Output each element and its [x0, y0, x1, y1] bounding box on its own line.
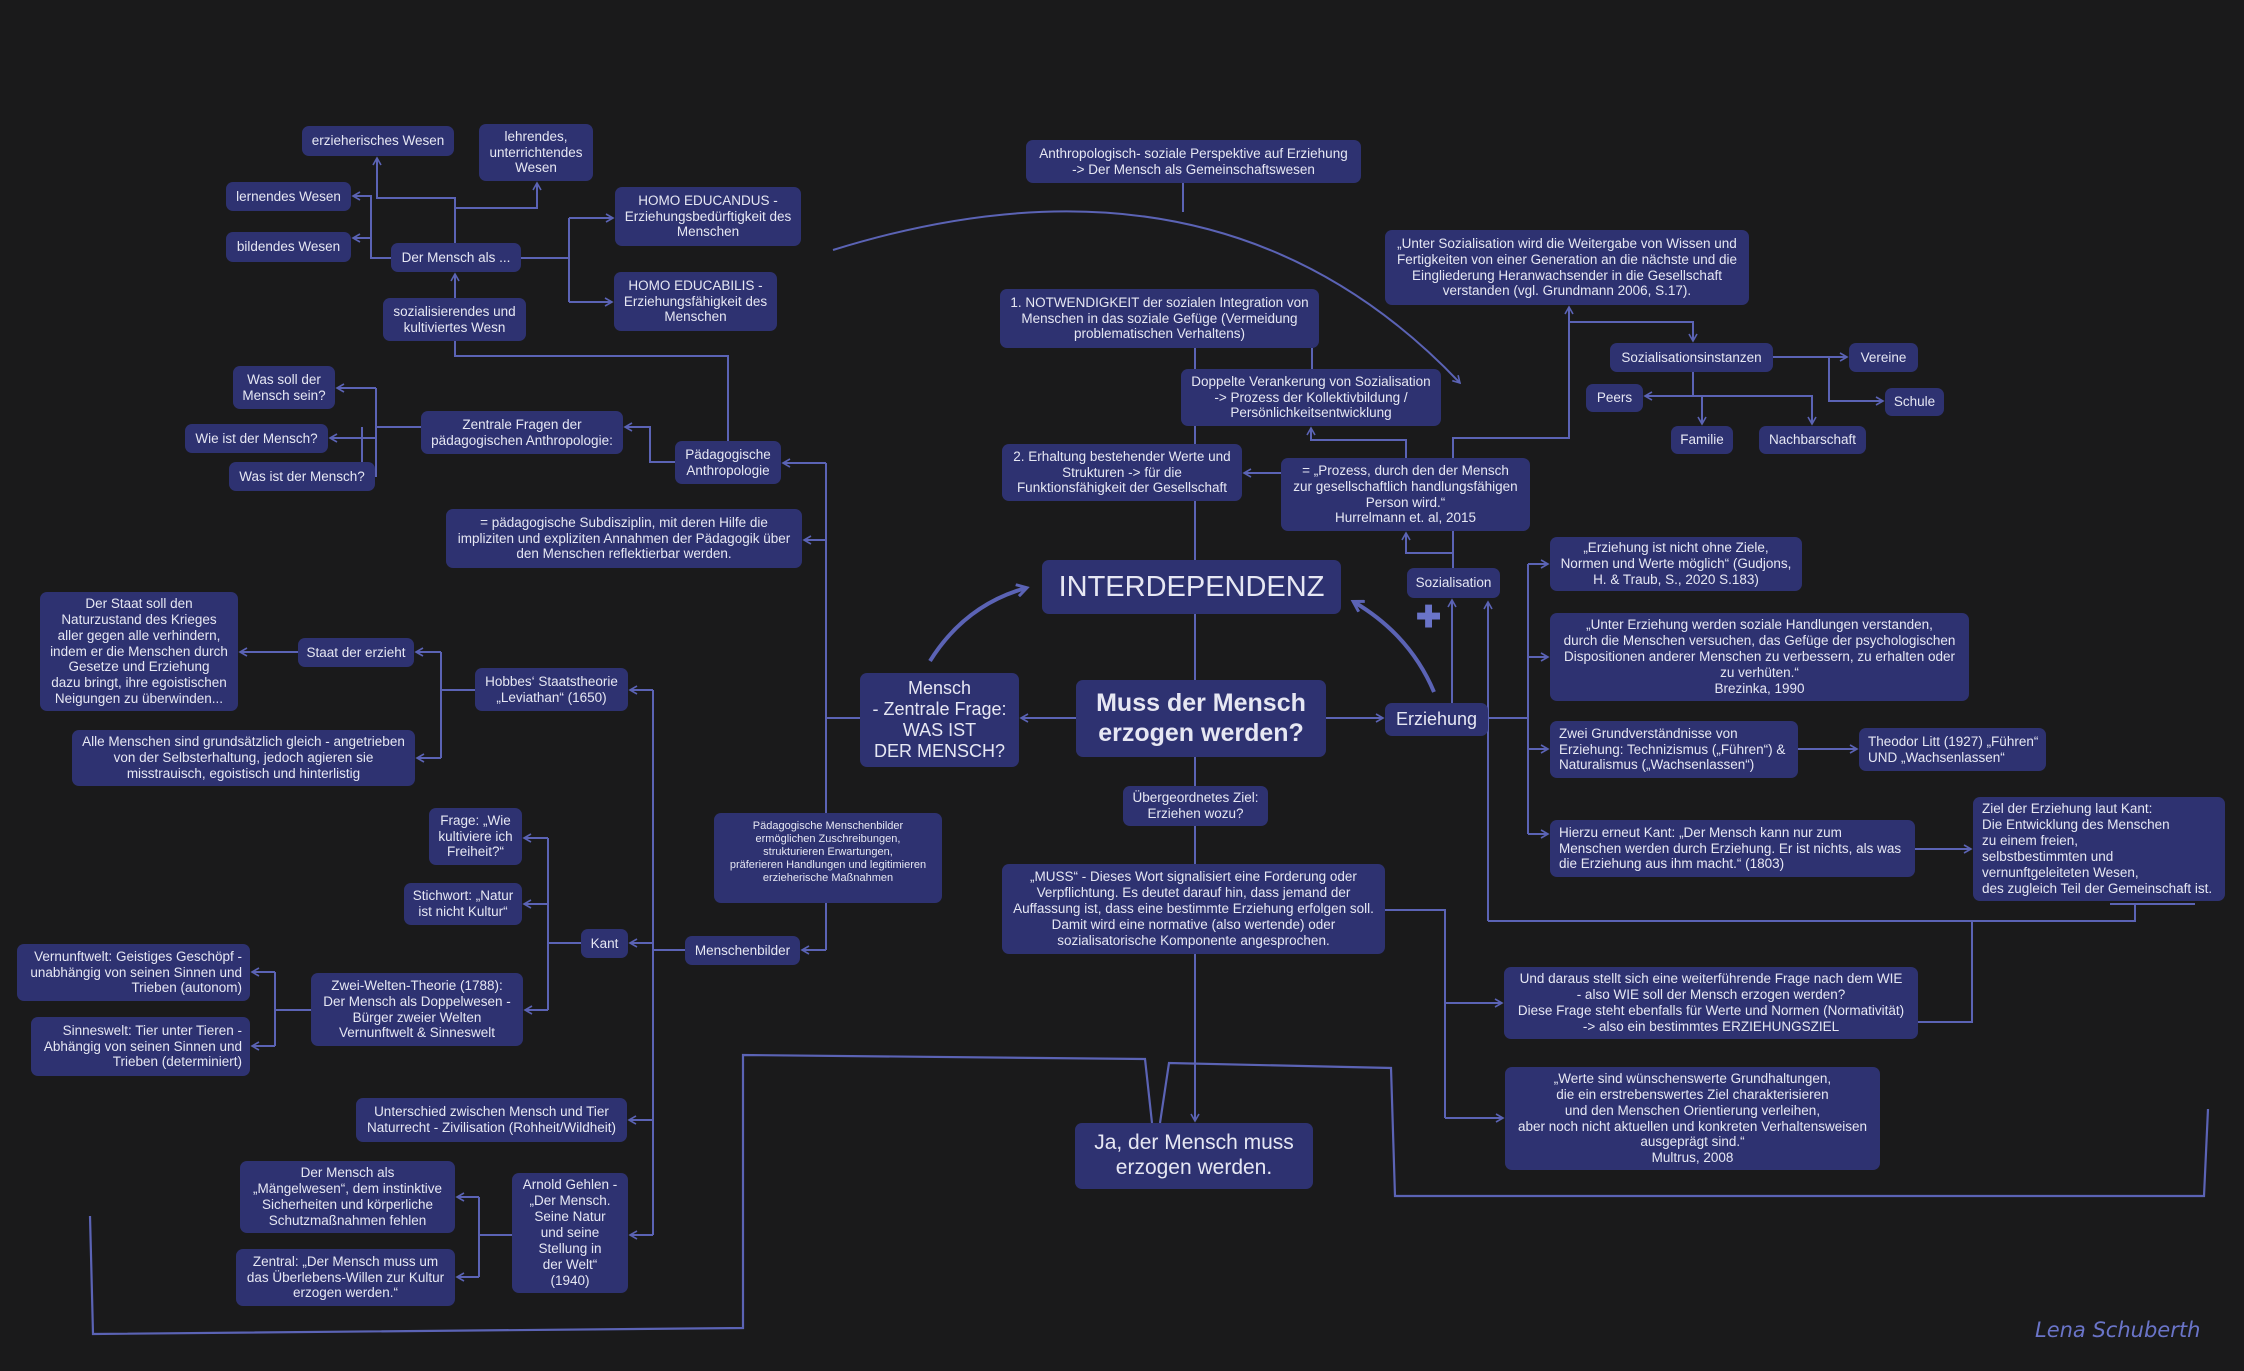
node-familie[interactable]: Familie [1671, 426, 1733, 454]
node-paedagogische-menschenbilder[interactable]: Pädagogische Menschenbilder ermöglichen … [714, 813, 942, 903]
node-sozialisierendes-wesen[interactable]: sozialisierendes und kultiviertes Wesn [383, 298, 526, 341]
node-bildendes-wesen[interactable]: bildendes Wesen [226, 232, 351, 262]
node-menschenbilder[interactable]: Menschenbilder [685, 936, 800, 965]
node-der-mensch-als[interactable]: Der Mensch als ... [391, 243, 521, 272]
node-doppelte-verankerung[interactable]: Doppelte Verankerung von Sozialisation -… [1181, 369, 1441, 426]
node-vereine[interactable]: Vereine [1849, 343, 1918, 372]
node-zentrale-fragen[interactable]: Zentrale Fragen der pädagogischen Anthro… [421, 411, 623, 454]
node-central-question[interactable]: Muss der Mensch erzogen werden? [1076, 680, 1326, 757]
node-erhaltung[interactable]: 2. Erhaltung bestehender Werte und Struk… [1002, 444, 1242, 501]
node-kant[interactable]: Kant [581, 929, 628, 958]
node-homo-educandus[interactable]: HOMO EDUCANDUS - Erziehungsbedürftigkeit… [615, 187, 801, 246]
node-wie-frage[interactable]: Und daraus stellt sich eine weiterführen… [1504, 967, 1918, 1039]
node-prozess-hurrelmann[interactable]: = „Prozess, durch den der Mensch zur ges… [1281, 458, 1530, 531]
node-interdependenz[interactable]: INTERDEPENDENZ [1042, 560, 1341, 614]
node-stichwort-natur[interactable]: Stichwort: „Natur ist nicht Kultur“ [404, 883, 522, 925]
signature: Lena Schuberth [2035, 1318, 2201, 1342]
node-paedagogische-anthropologie[interactable]: Pädagogische Anthropologie [675, 441, 781, 484]
node-zwei-welten-theorie[interactable]: Zwei-Welten-Theorie (1788): Der Mensch a… [311, 973, 523, 1046]
node-uebergeordnetes-ziel[interactable]: Übergeordnetes Ziel: Erziehen wozu? [1123, 786, 1268, 826]
node-vernunftwelt[interactable]: Vernunftwelt: Geistiges Geschöpf - unabh… [17, 944, 250, 1001]
node-unterschied-mensch-tier[interactable]: Unterschied zwischen Mensch und Tier Nat… [356, 1098, 627, 1142]
node-ziel-kant[interactable]: Ziel der Erziehung laut Kant: Die Entwic… [1973, 797, 2225, 901]
node-unter-erziehung[interactable]: „Unter Erziehung werden soziale Handlung… [1550, 613, 1969, 701]
node-lehrendes-wesen[interactable]: lehrendes, unterrichtendes Wesen [479, 124, 593, 181]
plus-icon: ✚ [1416, 601, 1442, 634]
node-peers[interactable]: Peers [1586, 384, 1643, 412]
node-erziehung-ziele[interactable]: „Erziehung ist nicht ohne Ziele, Normen … [1550, 537, 1802, 591]
node-hobbes[interactable]: Hobbes‘ Staatstheorie „Leviathan“ (1650) [475, 668, 628, 711]
node-notwendigkeit[interactable]: 1. NOTWENDIGKEIT der sozialen Integratio… [1000, 289, 1319, 348]
node-unter-sozialisation[interactable]: „Unter Sozialisation wird die Weitergabe… [1385, 230, 1749, 305]
node-sozialisation[interactable]: Sozialisation [1407, 568, 1500, 598]
node-was-soll-der-mensch-sein[interactable]: Was soll der Mensch sein? [233, 366, 335, 409]
node-wie-ist-der-mensch[interactable]: Wie ist der Mensch? [185, 424, 328, 453]
node-subdisziplin[interactable]: = pädagogische Subdisziplin, mit deren H… [446, 509, 802, 568]
node-werte-multrus[interactable]: „Werte sind wünschenswerte Grundhaltunge… [1505, 1067, 1880, 1170]
node-erzieherisches-wesen[interactable]: erzieherisches Wesen [302, 126, 454, 156]
node-alle-menschen[interactable]: Alle Menschen sind grundsätzlich gleich … [72, 730, 415, 786]
node-erziehung[interactable]: Erziehung [1385, 703, 1488, 736]
node-staat-der-erzieht[interactable]: Staat der erzieht [298, 638, 414, 667]
node-anthropologisch-soziale-perspektive[interactable]: Anthropologisch- soziale Perspektive auf… [1026, 140, 1361, 183]
node-nachbarschaft[interactable]: Nachbarschaft [1759, 426, 1866, 454]
node-was-ist-der-mensch[interactable]: Was ist der Mensch? [229, 462, 375, 491]
node-zentral-gehlen[interactable]: Zentral: „Der Mensch muss um das Überleb… [236, 1249, 455, 1306]
node-theodor-litt[interactable]: Theodor Litt (1927) „Führen“ UND „Wachse… [1859, 728, 2046, 771]
node-grundverstaendnisse[interactable]: Zwei Grundverständnisse von Erziehung: T… [1550, 721, 1798, 778]
node-arnold-gehlen[interactable]: Arnold Gehlen - „Der Mensch. Seine Natur… [512, 1173, 628, 1293]
node-mensch-zentrale-frage[interactable]: Mensch - Zentrale Frage: WAS IST DER MEN… [860, 673, 1019, 767]
node-sozialisationsinstanzen[interactable]: Sozialisationsinstanzen [1610, 343, 1773, 372]
node-hierzu-kant[interactable]: Hierzu erneut Kant: „Der Mensch kann nur… [1550, 820, 1915, 877]
node-staat-soll[interactable]: Der Staat soll den Naturzustand des Krie… [40, 592, 238, 711]
node-maengelwesen[interactable]: Der Mensch als „Mängelwesen“, dem instin… [240, 1161, 455, 1233]
node-muss[interactable]: „MUSS“ - Dieses Wort signalisiert eine F… [1002, 864, 1385, 954]
node-lernendes-wesen[interactable]: lernendes Wesen [226, 182, 351, 211]
node-frage-freiheit[interactable]: Frage: „Wie kultiviere ich Freiheit?“ [429, 808, 522, 865]
node-ja-erzogen[interactable]: Ja, der Mensch muss erzogen werden. [1075, 1123, 1313, 1189]
node-schule[interactable]: Schule [1885, 388, 1944, 416]
node-sinneswelt[interactable]: Sinneswelt: Tier unter Tieren - Abhängig… [31, 1017, 250, 1076]
node-homo-educabilis[interactable]: HOMO EDUCABILIS - Erziehungsfähigkeit de… [614, 272, 777, 331]
